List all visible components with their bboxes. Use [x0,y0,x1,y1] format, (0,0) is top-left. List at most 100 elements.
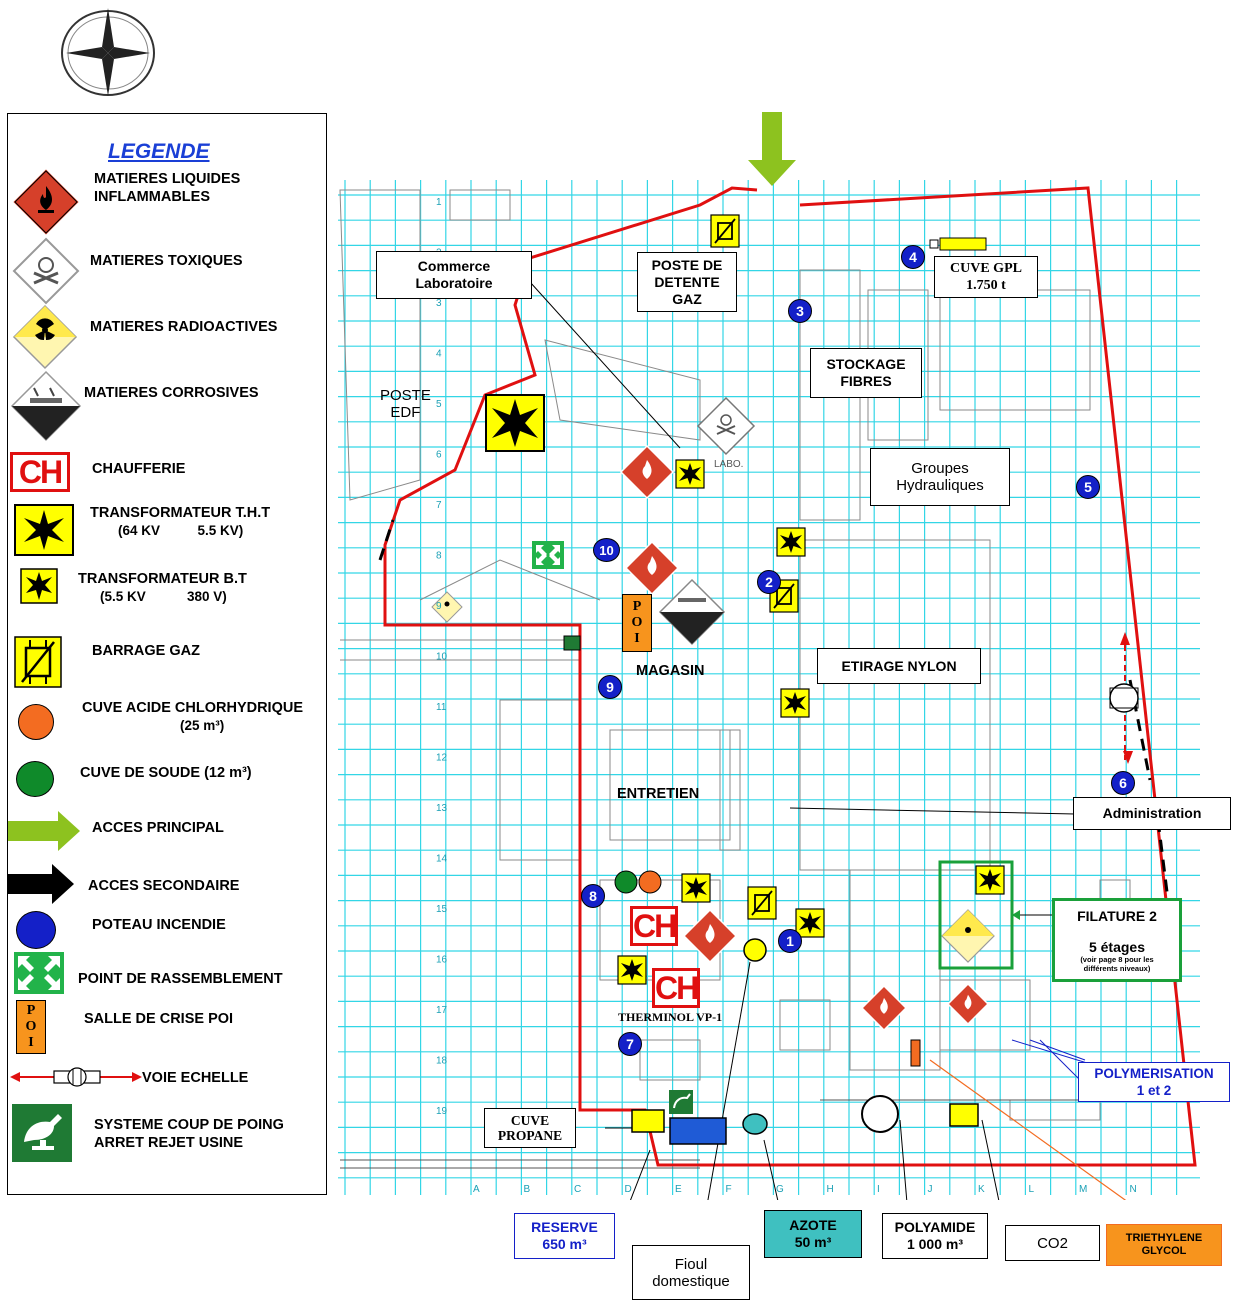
bt-transformer-icon [20,568,58,604]
grid-row-label: 14 [436,854,448,865]
bt-transformer-icon [780,688,810,718]
poi-crisis-room-map: P O I [622,594,652,652]
administration-box: Administration [1073,797,1231,830]
poste-edf-tht-transformer [485,394,545,452]
grid-col-label: L [1029,1184,1035,1195]
legend-label-main-access: ACCES PRINCIPAL [92,820,224,836]
radioactive-diamond-filature [941,909,995,963]
labo-label: LABO. [714,459,744,470]
bt-transformer-icon [975,865,1005,895]
grid-col-label: N [1130,1184,1137,1195]
azote-box: AZOTE 50 m³ [764,1210,862,1258]
polymerisation-box: POLYMERISATION 1 et 2 [1078,1062,1230,1102]
assembly-point-1 [532,541,564,569]
grid-col-label: M [1079,1184,1087,1195]
flammable-liquid-icon [682,908,738,964]
co2-box: CO2 [1005,1225,1100,1261]
polyamide-box: POLYAMIDE 1 000 m³ [882,1213,988,1259]
site-boundary [383,186,1197,1167]
grid-row-label: 19 [436,1106,448,1117]
bt-transformer-icon [675,459,705,489]
legend-label-crisis-room: SALLE DE CRISE POI [84,1011,234,1027]
tht-transformer-icon [14,504,74,556]
filature-2-zone [938,860,1014,970]
grid-col-label: K [978,1184,985,1195]
fire-hydrant-3: 3 [788,299,812,323]
legend-label-corrosive: MATIERES CORROSIVES [84,385,259,401]
legend-sub-acid-tank: (25 m³) [180,718,225,733]
triethylene-glycol-box: TRIETHYLENE GLYCOL [1106,1224,1222,1266]
flammable-liquid-icon [860,984,908,1032]
bt-transformer-icon [681,873,711,903]
propane-tank [631,1109,665,1133]
boiler-room-icon: CH [10,452,70,492]
filature-2-title: FILATURE 2 [1077,907,1157,924]
fioul-domestique-box: Fioul domestique [632,1245,750,1300]
filature-2-floors: 5 étages [1088,938,1146,955]
grid-row-label: 4 [436,349,442,360]
grid-row-label: 5 [436,399,442,410]
gas-barrier-icon [14,636,62,688]
co2-tank [949,1103,979,1127]
poi-map-letter-o: O [631,615,643,630]
grid-col-label: H [827,1184,834,1195]
compass-rose-icon [61,8,155,96]
fire-hydrant-5: 5 [1076,475,1100,499]
fire-hydrant-icon [16,911,56,949]
grid-row-label: 17 [436,1005,448,1016]
gas-barrier-icon [747,886,777,920]
grid-col-label: E [675,1184,682,1195]
grid-col-label: F [726,1184,732,1195]
legend-label-tht-transformer: TRANSFORMATEUR T.H.T [90,505,271,521]
grid-row-label: 16 [436,955,448,966]
grid-row-label: 13 [436,803,448,814]
grid-row-label: 7 [436,500,442,511]
toxic-diamond-labo [696,396,756,456]
legend-label-radioactive: MATIERES RADIOACTIVES [90,319,278,335]
chaufferie-icon-2: CH [652,968,700,1008]
grid-row-label: 15 [436,904,448,915]
poi-map-letter-i: I [634,631,640,646]
flammable-liquid-icon [619,444,675,500]
cuve-gpl-tank [939,237,987,251]
poste-edf-label: POSTE EDF [380,387,431,421]
grid-row-label: 3 [436,298,442,309]
grid-col-label: G [776,1184,784,1195]
legend-panel: LEGENDE MATIERES LIQUIDES INFLAMMABLES M… [7,113,327,1195]
soda-tank [614,870,638,894]
poi-map-letter-p: P [632,599,642,614]
poi-letter-o: O [25,1019,37,1034]
grid-row-label: 11 [436,702,447,713]
fire-hydrant-6: 6 [1111,771,1135,795]
soda-tank-icon [16,761,54,797]
legend-label-ladder-route: VOIE ECHELLE [142,1070,249,1086]
poi-letter-p: P [26,1003,36,1018]
commerce-laboratoire-box: Commerce Laboratoire [376,251,532,299]
legend-label-gas-barrier: BARRAGE GAZ [92,643,200,659]
filature-2-note: (voir page 8 pour les différents niveaux… [1080,954,1154,973]
grid-row-label: 8 [436,551,442,562]
fire-hydrant-1: 1 [778,929,802,953]
legend-label-emergency-stop: SYSTEME COUP DE POING ARRET REJET USINE [94,1117,284,1151]
poste-detente-gaz-box: POSTE DE DETENTE GAZ [637,252,737,312]
cuve-gpl-box: CUVE GPL 1.750 t [934,256,1038,298]
legend-label-flammable: MATIERES LIQUIDES INFLAMMABLES [94,171,241,205]
grid-row-label: 6 [436,450,442,461]
fire-hydrant-7: 7 [618,1032,642,1056]
fioul-tank [743,938,767,962]
fire-hydrant-4: 4 [901,245,925,269]
azote-tank [742,1113,768,1135]
grid-col-label: A [473,1184,480,1195]
flammable-liquid-icon [624,540,680,596]
corrosive-material-icon [10,370,82,442]
poi-letter-i: I [28,1035,34,1050]
crisis-room-poi-icon: P O I [16,1000,46,1054]
flammable-liquid-icon [10,166,82,238]
grid-col-label: J [928,1184,933,1195]
corrosive-diamond-magasin [658,578,726,646]
grid-col-label: D [625,1184,632,1195]
legend-label-secondary-access: ACCES SECONDAIRE [88,878,240,894]
entretien-label: ENTRETIEN [617,786,700,802]
polyamide-tank [861,1095,899,1133]
legend-label-toxic: MATIERES TOXIQUES [90,253,243,269]
